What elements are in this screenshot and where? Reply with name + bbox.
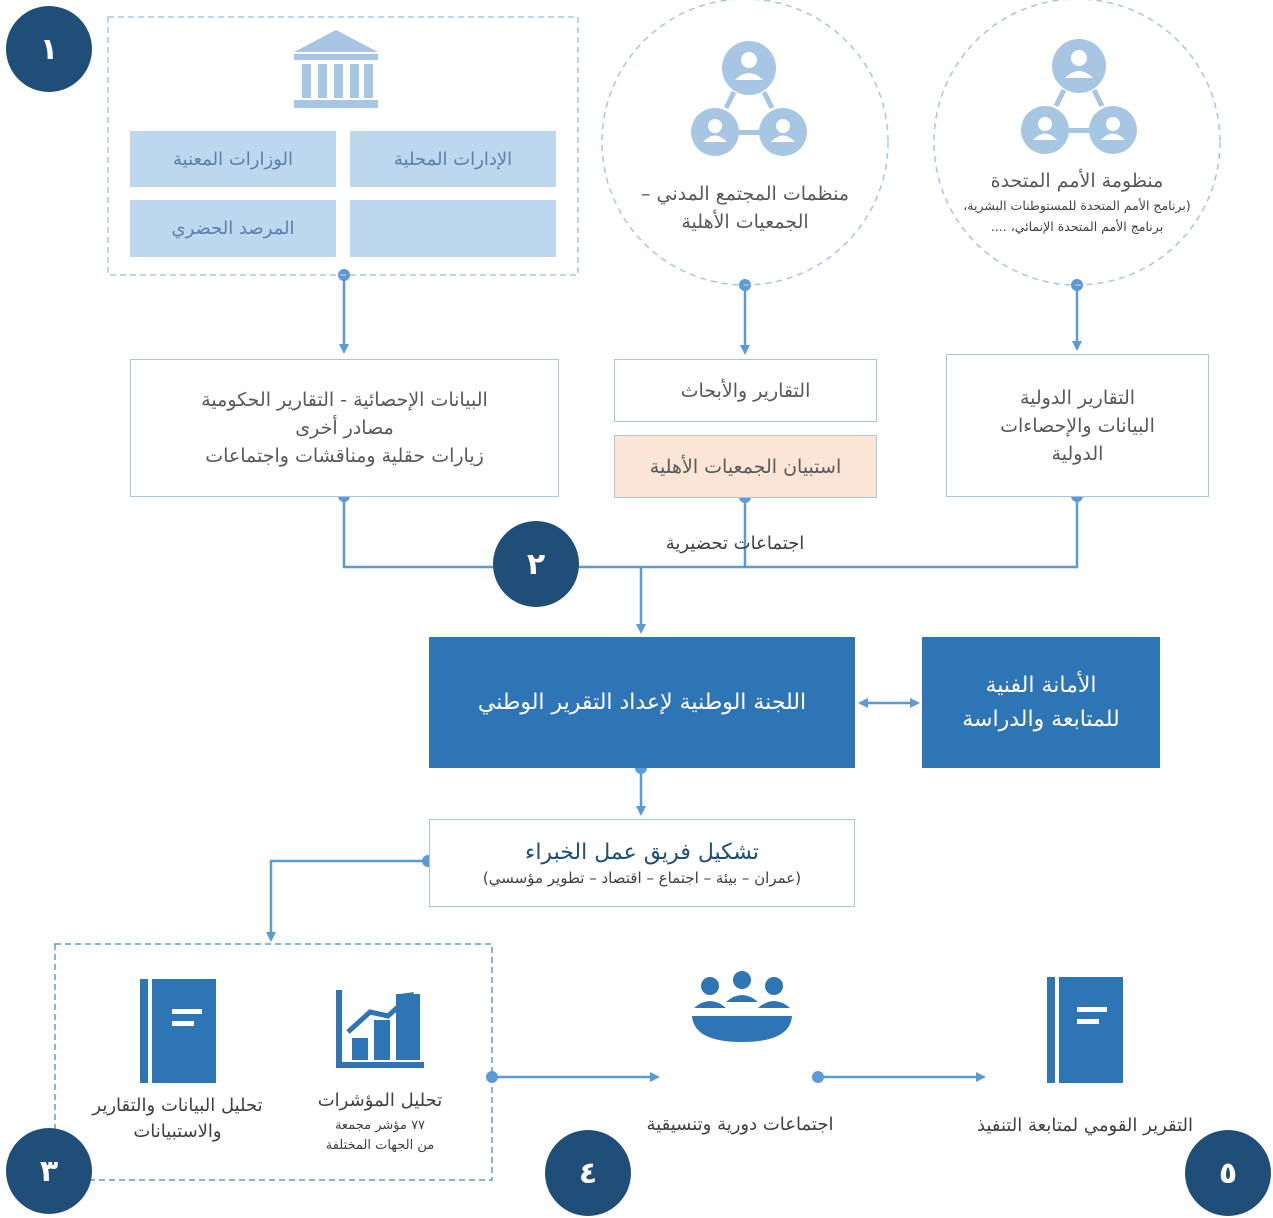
un-system-line2: برنامج الأمم المتحدة الإنمائي، .... — [990, 219, 1164, 234]
expert-team-subtitle: (عمران – بيئة – اجتماع – اقتصاد – تطوير … — [482, 868, 802, 887]
technical-secretariat-line2: للمتابعة والدراسة — [962, 706, 1120, 732]
local-administrations-label: الإدارات المحلية — [393, 148, 513, 170]
national-report-label: التقرير القومي لمتابعة التنفيذ — [976, 1115, 1194, 1136]
civil-society-network-icon — [691, 41, 807, 156]
un-system-network-icon — [1021, 39, 1137, 154]
ministries-label: الوزارات المعنية — [173, 148, 293, 170]
meeting-people-icon — [692, 971, 792, 1042]
government-sources-box: البيانات الإحصائية - التقارير الحكومية م… — [130, 359, 559, 497]
technical-secretariat-line1: الأمانة الفنية — [985, 672, 1097, 698]
government-sources-line1: البيانات الإحصائية - التقارير الحكومية — [201, 389, 488, 411]
un-system-title: منظومة الأمم المتحدة — [990, 170, 1164, 192]
urban-observatory-box: المرصد الحضري — [130, 200, 336, 257]
technical-secretariat-box: الأمانة الفنية للمتابعة والدراسة — [922, 637, 1160, 768]
ministries-box: الوزارات المعنية — [130, 131, 336, 187]
indicators-chart-icon — [336, 990, 424, 1068]
step-badge-3: ٣ — [6, 1128, 92, 1214]
international-reports-box: التقارير الدولية البيانات والإحصاءات الد… — [946, 354, 1209, 497]
un-system-line1: (برنامج الأمم المتحدة للمستوطنات البشرية… — [963, 198, 1191, 213]
civil-society-line1: منظمات المجتمع المدني – — [640, 183, 850, 205]
data-analysis-line1: تحليل البيانات والتقارير — [92, 1095, 263, 1116]
government-sources-line2: مصادر أخرى — [295, 417, 394, 439]
step-badge-4: ٤ — [545, 1130, 631, 1216]
data-analysis-line2: والاستبيانات — [133, 1121, 222, 1142]
step-badge-2: ٢ — [493, 521, 579, 607]
ngo-survey-box: استبيان الجمعيات الأهلية — [614, 435, 877, 498]
urban-observatory-label: المرصد الحضري — [171, 218, 295, 239]
expert-team-title: تشكيل فريق عمل الخبراء — [524, 839, 760, 865]
data-analysis-label: تحليل البيانات والتقارير والاستبيانات — [70, 1093, 285, 1145]
local-administrations-box: الإدارات المحلية — [350, 131, 556, 187]
periodic-meetings-label: اجتماعات دورية وتنسيقية — [646, 1114, 834, 1135]
step-badge-5: ٥ — [1185, 1130, 1271, 1216]
expert-team-box: تشكيل فريق عمل الخبراء (عمران – بيئة – ا… — [429, 819, 855, 907]
government-building-icon — [294, 30, 378, 108]
indicators-analysis-title: تحليل المؤشرات — [317, 1090, 443, 1111]
international-reports-line1: التقارير الدولية — [1019, 386, 1136, 409]
reports-research-label: التقارير والأبحاث — [680, 379, 811, 402]
indicators-analysis-line2: من الجهات المختلفة — [325, 1138, 435, 1153]
empty-cell-box — [350, 200, 556, 257]
indicators-analysis-line1: ٧٧ مؤشر مجمعة — [334, 1118, 426, 1133]
data-analysis-book-icon — [140, 979, 216, 1083]
national-committee-label: اللجنة الوطنية لإعداد التقرير الوطني — [477, 690, 807, 715]
ngo-survey-label: استبيان الجمعيات الأهلية — [649, 455, 842, 478]
national-report-book-icon — [1047, 977, 1123, 1083]
international-reports-line2: البيانات والإحصاءات — [1000, 414, 1155, 437]
step-badge-1: ١ — [6, 6, 92, 92]
civil-society-title: منظمات المجتمع المدني – الجمعيات الأهلية — [610, 180, 880, 236]
government-sources-line3: زيارات حقلية ومناقشات واجتماعات — [205, 445, 484, 467]
international-reports-line3: الدولية — [1051, 442, 1104, 465]
preparatory-meetings-label: اجتماعات تحضيرية — [665, 533, 805, 554]
reports-research-box: التقارير والأبحاث — [614, 359, 877, 422]
national-committee-box: اللجنة الوطنية لإعداد التقرير الوطني — [429, 637, 855, 768]
civil-society-line2: الجمعيات الأهلية — [681, 211, 809, 233]
